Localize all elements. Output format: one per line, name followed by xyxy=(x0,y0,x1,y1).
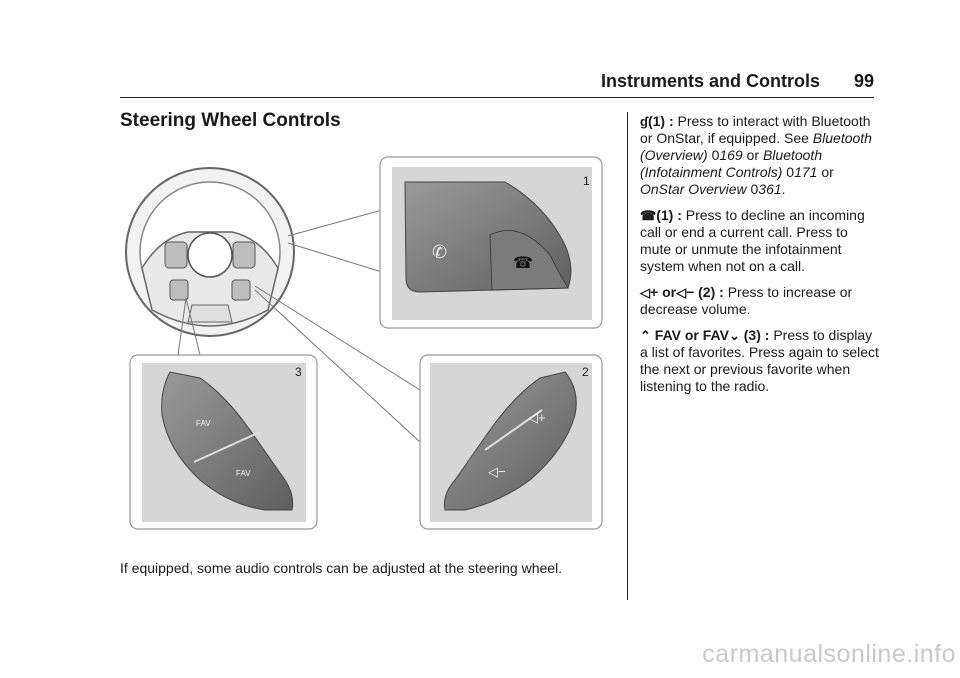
callout-panel-3: FAV FAV 3 xyxy=(129,354,318,530)
voice-icon: ✆ xyxy=(432,242,447,262)
hang-up-icon: ☎ xyxy=(513,255,533,272)
item-volume: ◁+ or◁− (2) : Press to increase or decre… xyxy=(640,284,853,317)
callout-number-1: 1 xyxy=(583,174,590,188)
voice-icon: ɠ xyxy=(640,114,648,129)
item-head: (1) : xyxy=(647,113,674,129)
figure-caption: If equipped, some audio controls can be … xyxy=(120,560,563,576)
section-heading: Steering Wheel Controls xyxy=(120,110,341,131)
section-title: Instruments and Controls xyxy=(600,71,820,91)
controls-description: ɠ(1) : Press to interact with Bluetooth … xyxy=(640,113,880,404)
item-favorites: ⌃ FAV or FAV⌄ (3) : Press to display a l… xyxy=(640,327,879,394)
item-hang-up: ☎(1) : Press to decline an incoming call… xyxy=(640,207,865,274)
volume-down-icon: ◁− xyxy=(488,464,506,479)
callout-panel-1: ✆ ☎ 1 xyxy=(379,156,603,329)
column-divider xyxy=(627,112,628,600)
volume-down-icon: ◁ xyxy=(676,285,687,300)
fav-up-icon: ⌃ xyxy=(640,328,651,343)
ref-bluetooth-infotainment[interactable]: Bluetooth (Infotainment Controls) xyxy=(640,147,823,180)
callout-number-3: 3 xyxy=(295,365,302,379)
ref-bluetooth-overview[interactable]: Bluetooth (Overview) xyxy=(640,130,872,163)
header-rule xyxy=(120,97,874,98)
callout-number-2: 2 xyxy=(582,365,589,379)
item-voice: ɠ(1) : Press to interact with Bluetooth … xyxy=(640,113,872,197)
callout-panel-2: ◁+ ◁− 2 xyxy=(419,354,603,530)
fav-down-icon: ⌄ xyxy=(728,328,740,343)
watermark: carmanualsonline.info xyxy=(702,640,956,668)
volume-up-icon: ◁ xyxy=(640,285,650,300)
page-header: Instruments and Controls 99 xyxy=(601,71,874,92)
fav-up-icon: FAV xyxy=(196,419,211,428)
ref-onstar-overview[interactable]: OnStar Overview xyxy=(640,181,747,197)
page-number: 99 xyxy=(853,71,874,91)
steering-wheel-illustration: ✆ ☎ 1 FAV FAV 3 ◁+ ◁− 2 xyxy=(125,156,603,530)
hang-up-icon: ☎ xyxy=(640,208,657,223)
steering-wheel xyxy=(125,167,295,337)
fav-down-icon: FAV xyxy=(236,469,251,478)
volume-up-icon: ◁+ xyxy=(528,410,546,425)
